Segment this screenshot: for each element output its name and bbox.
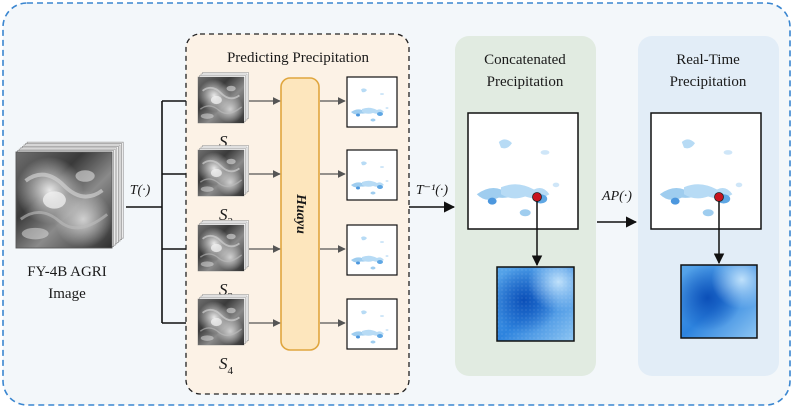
subset-rows: S1S2S3S4 (197, 72, 398, 377)
concatenated-map (467, 112, 579, 230)
subset-row: S4 (197, 294, 398, 377)
predicted-precip-thumbnail (346, 149, 398, 201)
realtime-map (650, 112, 762, 230)
transform-label: T(·) (130, 183, 151, 198)
ap-label: AP(·) (601, 189, 632, 204)
concatenated-title-line2: Precipitation (487, 74, 564, 90)
input-stack-layer (14, 150, 114, 250)
realtime-point-marker (714, 192, 724, 202)
realtime-title-line2: Precipitation (670, 74, 747, 90)
input-label-line2: Image (48, 286, 86, 302)
input-label-line1: FY-4B AGRI (27, 264, 107, 280)
predicted-precip-thumbnail (346, 76, 398, 128)
concatenated-point-marker (532, 192, 542, 202)
predicting-title: Predicting Precipitation (227, 50, 370, 66)
subset-row: S2 (197, 145, 398, 228)
concatenated-zoom-heatmap (496, 266, 575, 342)
realtime-title-line1: Real-Time (676, 52, 740, 68)
subset-row: S3 (197, 220, 398, 303)
realtime-zoom-heatmap (680, 264, 758, 339)
huayu-block (280, 77, 320, 351)
predicted-precip-thumbnail (346, 224, 398, 276)
predicted-precip-thumbnail (346, 298, 398, 350)
subset-row: S1 (197, 72, 398, 155)
input-image-stack (14, 141, 124, 250)
subset-label: S4 (219, 354, 234, 377)
concatenated-title-line1: Concatenated (484, 52, 566, 68)
huayu-label: Huayu (293, 193, 308, 234)
inverse-label: T⁻¹(·) (416, 183, 449, 198)
